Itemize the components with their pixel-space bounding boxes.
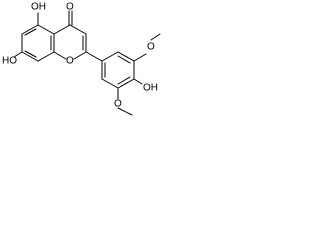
bond-b-inner-1 (117, 55, 131, 64)
bond-methoxy-bottom-2 (117, 107, 133, 116)
bond-b4 (117, 78, 135, 89)
label-methoxy-bottom-o: O (114, 99, 122, 110)
label-carbonyl-o: O (66, 2, 74, 13)
label-ho-left: HO (2, 56, 17, 67)
bond-b1 (101, 51, 119, 62)
label-methoxy-top-o: O (147, 42, 155, 53)
bond-methoxy-top-2 (150, 33, 161, 41)
bond-a-inner-1 (24, 28, 37, 36)
bond-a-inner-2 (24, 50, 37, 58)
molecular-structure-diagram: OH O HO O O OH O (2, 2, 161, 116)
bond-link (85, 51, 103, 62)
bond-methoxy-top-1 (133, 53, 147, 62)
bond-c1 (53, 24, 71, 35)
bond-b2 (117, 51, 135, 62)
bond-a5 (37, 51, 55, 62)
label-oh-right: OH (143, 83, 158, 94)
bond-a4 (21, 51, 39, 62)
bond-b5 (101, 78, 119, 89)
bond-c2 (69, 24, 87, 35)
bond-b-inner-2 (117, 76, 131, 85)
bond-a2 (21, 24, 39, 35)
label-ring-o: O (66, 56, 74, 67)
bond-oh-right (133, 78, 143, 85)
bond-c5 (53, 51, 67, 60)
bond-c4 (73, 51, 87, 60)
bond-a1 (37, 24, 55, 35)
label-oh-top: OH (31, 2, 46, 13)
bond-oh-left (13, 51, 23, 58)
